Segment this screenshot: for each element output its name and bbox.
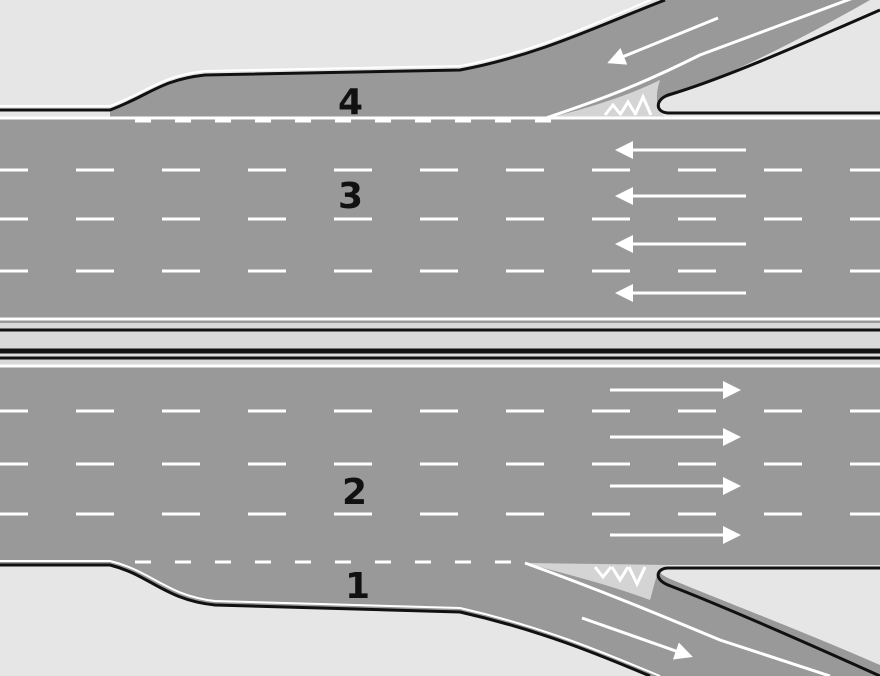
- lower-ramp-divider: [524, 561, 831, 676]
- lower-slip-road: [0, 565, 880, 676]
- lane-dashes: [0, 119, 880, 564]
- area-label-1: 1: [345, 566, 370, 607]
- upper-gore-chevrons: [603, 93, 653, 116]
- upper-ramp-divider: [539, 0, 853, 122]
- area-label-4: 4: [338, 82, 363, 123]
- direction-arrows: [581, 16, 746, 660]
- area-label-2: 2: [342, 472, 367, 513]
- lower-ramp-outer-edge: [0, 563, 651, 676]
- upper-ramp-outer-edge: [0, 0, 666, 112]
- area-label-3: 3: [338, 176, 363, 217]
- lower-ramp-outer-line: [0, 560, 661, 676]
- upper-ramp-inner-edge: [656, 8, 880, 115]
- upper-ramp-outer-line: [0, 0, 654, 107]
- lower-ramp-inner-edge: [656, 566, 880, 676]
- lower-gore-chevrons: [593, 566, 647, 588]
- arrow-icon: [607, 16, 719, 65]
- arrow-icon: [581, 616, 693, 660]
